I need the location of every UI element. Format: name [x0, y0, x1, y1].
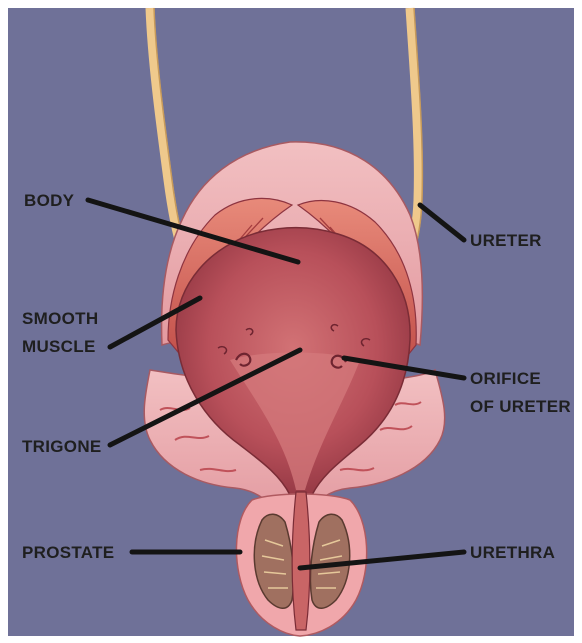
label-orifice-1: ORIFICE [470, 369, 541, 388]
label-trigone: TRIGONE [22, 437, 102, 456]
label-ureter: URETER [470, 231, 542, 250]
label-smooth-2: MUSCLE [22, 337, 96, 356]
label-smooth-1: SMOOTH [22, 309, 98, 328]
urethra [292, 492, 310, 630]
label-body: BODY [24, 191, 75, 210]
label-urethra: URETHRA [470, 543, 555, 562]
label-prostate: PROSTATE [22, 543, 114, 562]
label-orifice-2: OF URETER [470, 397, 571, 416]
